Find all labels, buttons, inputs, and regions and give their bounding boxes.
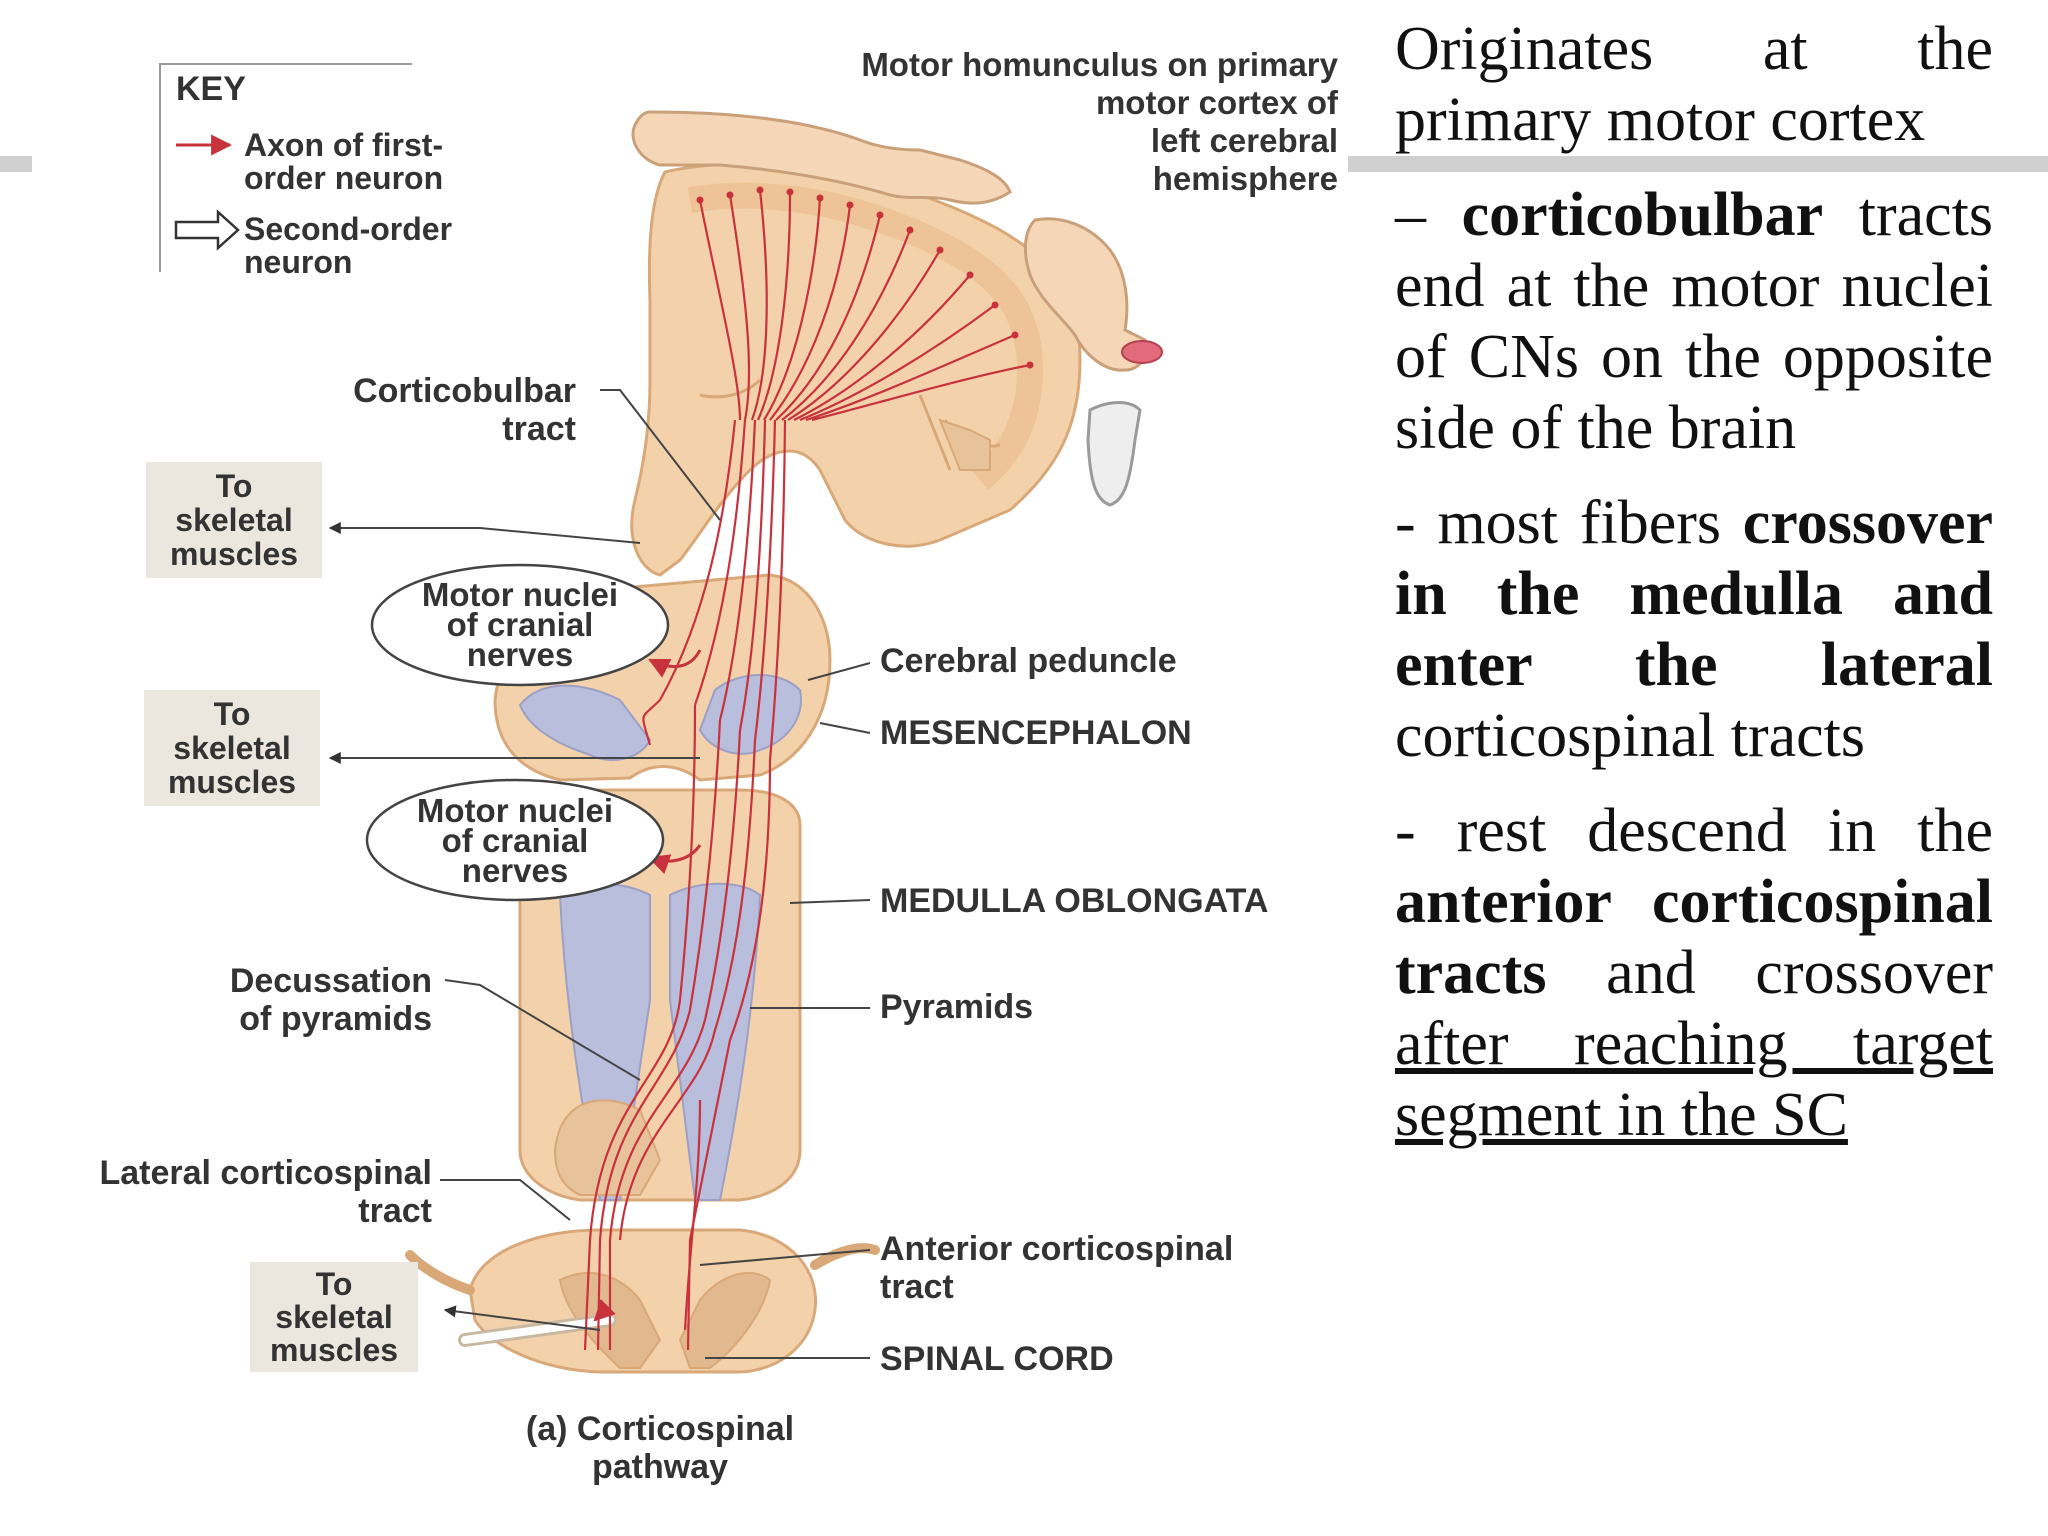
svg-text:Motor homunculus on primary: Motor homunculus on primary bbox=[861, 46, 1338, 83]
svg-text:Motor nuclei: Motor nuclei bbox=[422, 576, 618, 613]
label-mesencephalon: MESENCEPHALON bbox=[880, 714, 1192, 752]
label-spinal-cord: SPINAL CORD bbox=[880, 1340, 1114, 1378]
svg-text:To: To bbox=[216, 468, 253, 504]
leader-lines bbox=[328, 389, 871, 1359]
label-homunculus: Motor homunculus on primary motor cortex… bbox=[861, 46, 1339, 197]
svg-text:nerves: nerves bbox=[462, 852, 568, 889]
label-cerebral-peduncle: Cerebral peduncle bbox=[880, 642, 1177, 680]
key-legend: KEY Axon of first- order neuron Second-o… bbox=[159, 63, 452, 280]
key-title: KEY bbox=[176, 70, 246, 108]
spinal-synapse-arrow bbox=[593, 1299, 616, 1322]
svg-text:nerves: nerves bbox=[467, 636, 573, 673]
paragraph-anterior-tracts: - rest descend in the anterior corticosp… bbox=[1395, 797, 1993, 1149]
svg-text:To: To bbox=[316, 1266, 353, 1302]
label-lateral-corticospinal-tract: Lateral corticospinal tract bbox=[99, 1154, 432, 1230]
label-corticobulbar-tract: Corticobulbar tract bbox=[353, 372, 576, 448]
corticospinal-pathway-diagram: KEY Axon of first- order neuron Second-o… bbox=[99, 46, 1339, 1486]
figure-caption: (a) Corticospinal pathway bbox=[526, 1410, 794, 1486]
cerebral-cortex bbox=[630, 162, 1082, 577]
label-medulla-oblongata: MEDULLA OBLONGATA bbox=[880, 882, 1268, 920]
svg-text:hemisphere: hemisphere bbox=[1153, 160, 1338, 197]
synapse-dots bbox=[696, 186, 1034, 369]
svg-text:Lateral corticospinal: Lateral corticospinal bbox=[99, 1154, 432, 1192]
paragraph-corticobulbar: – corticobulbar tracts end at the motor … bbox=[1395, 181, 1994, 462]
to-skeletal-muscles-box-2: To skeletal muscles bbox=[144, 690, 320, 806]
svg-text:Decussation: Decussation bbox=[230, 962, 432, 1000]
label-decussation-of-pyramids: Decussation of pyramids bbox=[230, 962, 432, 1038]
svg-text:muscles: muscles bbox=[170, 536, 298, 572]
svg-text:skeletal: skeletal bbox=[175, 502, 292, 538]
second-order-arrow-icon bbox=[174, 209, 240, 251]
svg-text:(a) Corticospinal: (a) Corticospinal bbox=[526, 1410, 794, 1448]
label-pyramids: Pyramids bbox=[880, 988, 1033, 1026]
svg-text:motor cortex of: motor cortex of bbox=[1096, 84, 1339, 121]
svg-text:skeletal: skeletal bbox=[275, 1299, 392, 1335]
paragraph-lateral-crossover: - most fibers crossover in the medulla a… bbox=[1395, 489, 1993, 770]
motor-nuclei-callout-2: Motor nuclei of cranial nerves bbox=[365, 778, 665, 902]
key-second-order-2: neuron bbox=[244, 244, 352, 280]
key-first-order-2: order neuron bbox=[244, 160, 443, 196]
svg-text:To: To bbox=[214, 696, 251, 732]
svg-text:of pyramids: of pyramids bbox=[239, 1000, 432, 1038]
svg-text:left cerebral: left cerebral bbox=[1151, 122, 1338, 159]
svg-text:muscles: muscles bbox=[270, 1332, 398, 1368]
to-skeletal-muscles-box-1: To skeletal muscles bbox=[146, 462, 322, 578]
key-first-order-1: Axon of first- bbox=[244, 127, 443, 163]
cranial-axon-arrow-1 bbox=[648, 649, 702, 678]
svg-text:Motor nuclei: Motor nuclei bbox=[417, 792, 613, 829]
svg-text:skeletal: skeletal bbox=[173, 730, 290, 766]
explanation-text: Originates at the primary motor cortex –… bbox=[1395, 14, 1993, 1175]
svg-text:muscles: muscles bbox=[168, 764, 296, 800]
svg-text:Anterior corticospinal: Anterior corticospinal bbox=[880, 1230, 1233, 1268]
title-rule-right bbox=[1348, 156, 2048, 172]
svg-text:pathway: pathway bbox=[592, 1448, 728, 1486]
svg-text:tract: tract bbox=[358, 1192, 432, 1230]
svg-text:of cranial: of cranial bbox=[442, 822, 589, 859]
spinal-cord-section bbox=[405, 1228, 880, 1374]
svg-text:Corticobulbar: Corticobulbar bbox=[353, 372, 576, 410]
paragraph-origin: Originates at the primary motor cortex bbox=[1395, 15, 1993, 154]
motor-homunculus bbox=[631, 110, 1163, 507]
label-anterior-corticospinal-tract: Anterior corticospinal tract bbox=[880, 1230, 1233, 1306]
title-rule-left bbox=[0, 156, 32, 172]
motor-nuclei-callout-1: Motor nuclei of cranial nerves bbox=[370, 563, 670, 687]
to-skeletal-muscles-box-3: To skeletal muscles bbox=[250, 1262, 418, 1372]
key-second-order-1: Second-order bbox=[244, 211, 452, 247]
svg-text:of cranial: of cranial bbox=[447, 606, 594, 643]
svg-text:tract: tract bbox=[502, 410, 576, 448]
svg-text:tract: tract bbox=[880, 1268, 954, 1306]
